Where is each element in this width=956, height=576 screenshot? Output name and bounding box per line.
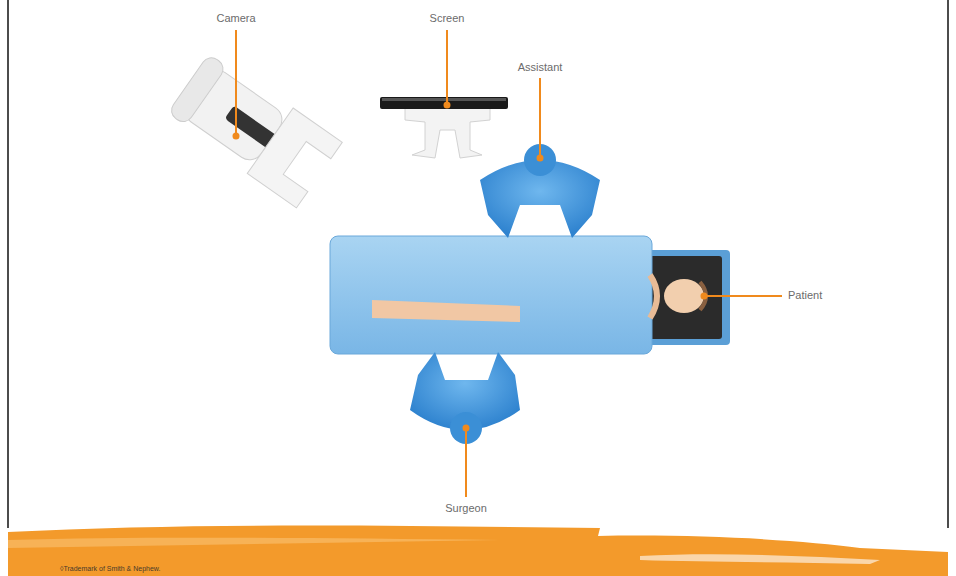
page-border — [947, 0, 949, 528]
brush-band — [640, 554, 880, 564]
surgeon-figure — [410, 352, 520, 444]
patient-leg — [372, 300, 520, 322]
leader-lines — [234, 30, 783, 497]
part-label: Screen — [430, 12, 465, 25]
camera-cart — [165, 51, 342, 208]
screen-cart — [380, 97, 508, 158]
part-label: Patient — [788, 289, 822, 302]
trademark-note: ◊Trademark of Smith & Nephew. — [60, 562, 160, 575]
patient-head — [664, 279, 704, 313]
brush-band — [8, 526, 948, 576]
brush-band — [8, 538, 500, 548]
operating-table — [330, 236, 730, 354]
assistant-figure — [480, 144, 600, 238]
page-border — [7, 0, 9, 528]
part-label: Camera — [216, 12, 255, 25]
part-label: Surgeon — [445, 502, 487, 515]
part-label: Assistant — [518, 61, 563, 74]
